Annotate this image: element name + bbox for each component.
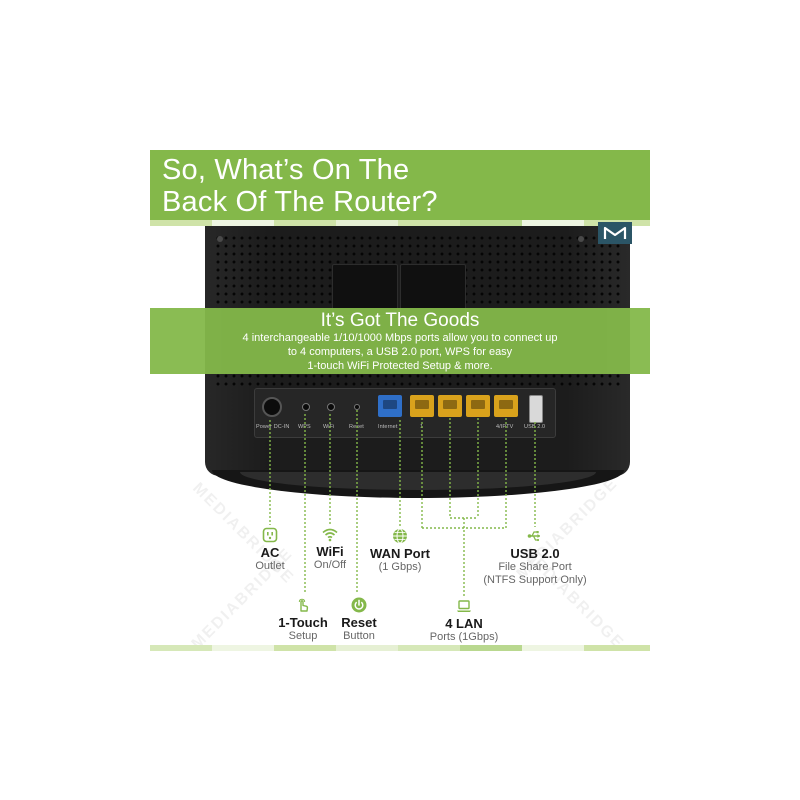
- feature-wps: 1-Touch Setup: [268, 597, 338, 643]
- title-line-1: So, What’s On The: [162, 154, 410, 186]
- lan-port-2: [438, 395, 462, 417]
- vent-holes: [214, 372, 622, 388]
- port-label-reset: Reset: [349, 424, 364, 430]
- feature-banner: It’s Got The Goods 4 interchangeable 1/1…: [150, 308, 650, 374]
- mount-pad: [400, 264, 466, 316]
- feature-wifi: WiFi On/Off: [300, 526, 360, 572]
- stripe-segment: [522, 220, 584, 226]
- stripe-segment: [584, 645, 650, 651]
- feature-ac: AC Outlet: [245, 527, 295, 573]
- stripe-segment: [274, 645, 336, 651]
- lan-port-3: [466, 395, 490, 417]
- feature-usb: USB 2.0 File Share Port (NTFS Support On…: [474, 528, 596, 587]
- usb-port: [529, 395, 543, 423]
- port-label-lan4: 4/IPTV: [496, 424, 514, 430]
- feature-lan-name: 4 LAN: [445, 616, 483, 631]
- screw-icon: [578, 236, 584, 242]
- feature-wifi-name: WiFi: [316, 544, 344, 559]
- outlet-icon: [262, 527, 278, 543]
- feature-wps-desc: Setup: [288, 630, 318, 642]
- feature-reset-name: Reset: [341, 615, 377, 630]
- feature-wifi-desc: On/Off: [313, 559, 347, 571]
- feature-lan: 4 LAN Ports (1Gbps): [419, 598, 509, 644]
- port-label-wifi: WiFi: [323, 424, 335, 430]
- feature-reset: Reset Button: [332, 597, 386, 643]
- router-base-rim: [240, 472, 596, 490]
- mediabridge-logo: [598, 222, 632, 244]
- stripe-segment: [460, 220, 522, 226]
- feature-usb-desc: File Share Port: [498, 561, 572, 573]
- feature-ac-name: AC: [260, 545, 280, 560]
- feature-wan-desc: (1 Gbps): [378, 561, 422, 573]
- feature-lan-desc: Ports (1Gbps): [429, 631, 499, 643]
- port-label-internet: Internet: [378, 424, 398, 430]
- stripe-segment: [398, 220, 460, 226]
- stripe-segment: [212, 220, 274, 226]
- feature-usb-name: USB 2.0: [510, 546, 560, 561]
- feature-wps-name: 1-Touch: [278, 615, 328, 630]
- stripe-segment: [274, 220, 336, 226]
- touch-icon: [298, 598, 309, 612]
- banner-text-line: to 4 computers, a USB 2.0 port, WPS for …: [287, 346, 513, 358]
- banner-title: It’s Got The Goods: [320, 310, 480, 331]
- m-logo-icon: [603, 226, 627, 239]
- stripe-segment: [150, 645, 212, 651]
- port-label-usb: USB 2.0: [524, 424, 546, 430]
- power-jack: [262, 397, 282, 417]
- stripe-segment: [522, 645, 584, 651]
- feature-wan-name: WAN Port: [370, 546, 430, 561]
- screw-icon: [217, 236, 223, 242]
- feature-wan: WAN Port (1 Gbps): [360, 528, 440, 574]
- usb-icon: [527, 531, 540, 542]
- title-banner: So, What’s On The Back Of The Router?: [150, 150, 650, 220]
- laptop-icon: [457, 600, 471, 612]
- lan-port-1: [410, 395, 434, 417]
- feature-reset-desc: Button: [343, 630, 375, 642]
- port-label-power: Power DC-IN: [256, 424, 290, 430]
- power-icon: [351, 597, 367, 613]
- wan-port: [378, 395, 402, 417]
- feature-ac-desc: Outlet: [255, 560, 285, 572]
- globe-icon: [393, 528, 407, 544]
- stripe-segment: [150, 220, 212, 226]
- port-label-lan1: 1: [420, 424, 424, 430]
- reset-button-hole: [354, 404, 360, 410]
- lan-port-4: [494, 395, 518, 417]
- stripe-segment: [398, 645, 460, 651]
- stripe-segment: [336, 220, 398, 226]
- wifi-icon: [322, 528, 338, 542]
- wps-button-hole: [302, 403, 310, 411]
- banner-text-line: 4 interchangeable 1/10/1000 Mbps ports a…: [242, 332, 558, 344]
- title-line-2: Back Of The Router?: [162, 186, 438, 218]
- stripe-segment: [212, 645, 274, 651]
- feature-usb-note: (NTFS Support Only): [483, 574, 587, 586]
- port-label-wps: WPS: [298, 424, 311, 430]
- mount-pad: [332, 264, 398, 316]
- stripe-segment: [460, 645, 522, 651]
- wifi-button-hole: [327, 403, 335, 411]
- banner-text-line: 1-touch WiFi Protected Setup & more.: [307, 360, 493, 372]
- stripe-segment: [336, 645, 398, 651]
